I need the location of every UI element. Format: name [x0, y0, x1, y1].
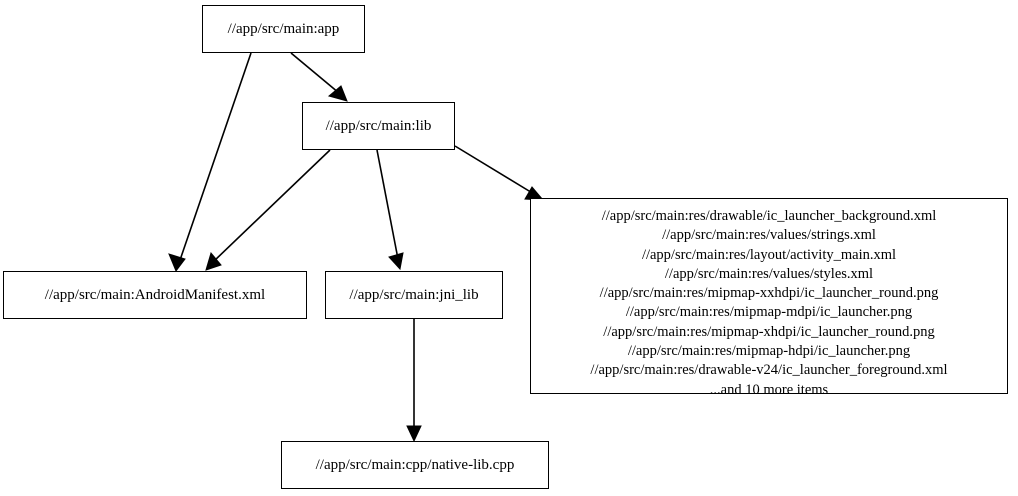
- res-line: //app/src/main:res/values/styles.xml: [664, 265, 874, 282]
- arrowhead-icon: [406, 425, 422, 443]
- edge-line: [454, 145, 535, 195]
- res-line: //app/src/main:res/drawable-v24/ic_launc…: [590, 362, 948, 379]
- graph-node-res-group[interactable]: //app/src/main:res/drawable/ic_launcher_…: [530, 198, 1008, 398]
- res-line: //app/src/main:res/mipmap-xxhdpi/ic_laun…: [599, 285, 939, 302]
- edge-app-to-lib: [290, 52, 348, 102]
- res-line: //app/src/main:res/mipmap-hdpi/ic_launch…: [627, 343, 911, 360]
- graph-node-lib-label: //app/src/main:lib: [325, 117, 432, 134]
- edge-line: [178, 52, 252, 264]
- graph-node-app[interactable]: //app/src/main:app: [202, 5, 365, 53]
- res-line: //app/src/main:res/mipmap-xhdpi/ic_launc…: [603, 323, 935, 340]
- graph-node-jni-lib-label: //app/src/main:jni_lib: [349, 286, 479, 303]
- edge-line: [290, 52, 340, 94]
- edge-app-to-manifest: [168, 52, 252, 273]
- graph-node-native-lib-cpp[interactable]: //app/src/main:cpp/native-lib.cpp: [281, 441, 549, 489]
- res-line-more-items: ...and 10 more items: [709, 381, 829, 398]
- graph-node-native-lib-cpp-label: //app/src/main:cpp/native-lib.cpp: [315, 456, 515, 473]
- graph-node-android-manifest-label: //app/src/main:AndroidManifest.xml: [44, 286, 266, 303]
- arrowhead-icon: [327, 85, 348, 102]
- edge-line: [212, 149, 331, 263]
- edge-lib-to-res-group: [454, 145, 545, 201]
- graph-node-lib[interactable]: //app/src/main:lib: [302, 102, 455, 150]
- graph-node-jni-lib[interactable]: //app/src/main:jni_lib: [325, 271, 503, 319]
- graph-node-app-label: //app/src/main:app: [227, 20, 340, 37]
- edge-line: [376, 149, 399, 260]
- arrowhead-icon: [205, 251, 222, 271]
- arrowhead-icon: [388, 252, 404, 271]
- graph-node-res-group-lines: //app/src/main:res/drawable/ic_launcher_…: [531, 207, 1007, 400]
- res-line: //app/src/main:res/values/strings.xml: [662, 227, 876, 244]
- edge-jni-lib-to-native-lib: [406, 319, 422, 443]
- arrowhead-icon: [168, 253, 186, 273]
- edge-lib-to-manifest: [205, 149, 331, 271]
- res-line: //app/src/main:res/mipmap-mdpi/ic_launch…: [625, 304, 913, 321]
- res-line: //app/src/main:res/layout/activity_main.…: [641, 246, 897, 263]
- res-line: //app/src/main:res/drawable/ic_launcher_…: [601, 208, 937, 224]
- edge-lib-to-jni-lib: [376, 149, 404, 271]
- graph-node-android-manifest[interactable]: //app/src/main:AndroidManifest.xml: [3, 271, 307, 319]
